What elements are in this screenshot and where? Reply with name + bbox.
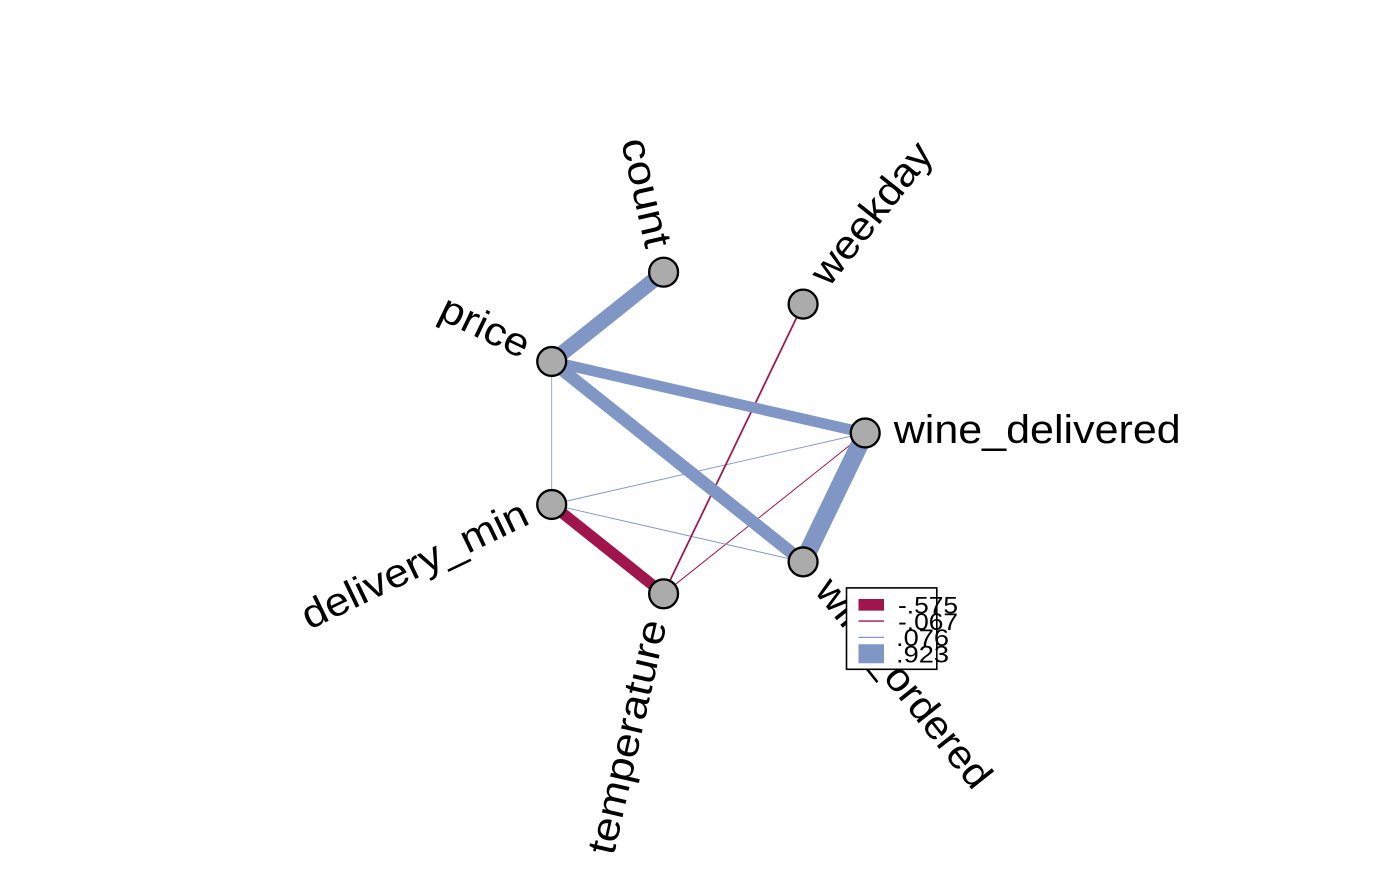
svg-text:.923: .923 xyxy=(896,642,949,669)
svg-text:-.575: -.575 xyxy=(898,593,958,620)
svg-text:-.067: -.067 xyxy=(898,609,958,636)
svg-text:wine_delivered: wine_delivered xyxy=(893,408,1181,452)
svg-text:.076: .076 xyxy=(896,625,949,652)
